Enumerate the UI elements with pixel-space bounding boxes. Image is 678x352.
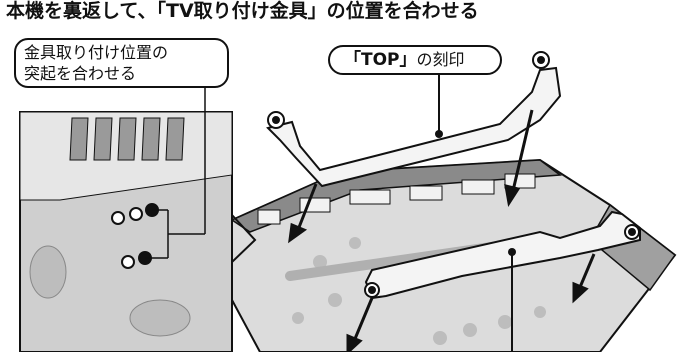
align-callout-line2: 突起を合わせる: [24, 64, 137, 83]
align-callout-line1: 金具取り付け位置の: [24, 43, 169, 62]
align-callout: 金具取り付け位置の 突起を合わせる: [14, 38, 229, 88]
top-bracket: [266, 51, 562, 188]
top-mark-text: 「TOP」: [344, 50, 417, 70]
zoom-inset: [19, 88, 257, 352]
bottom-bracket: [364, 210, 641, 300]
top-mark-suffix: の刻印: [416, 50, 465, 69]
placement-arrows: [288, 109, 596, 352]
instruction-heading: 本機を裏返して、「TV取り付け金具」の位置を合わせる: [6, 0, 479, 22]
top-mark-callout: 「TOP」の刻印: [328, 45, 502, 75]
